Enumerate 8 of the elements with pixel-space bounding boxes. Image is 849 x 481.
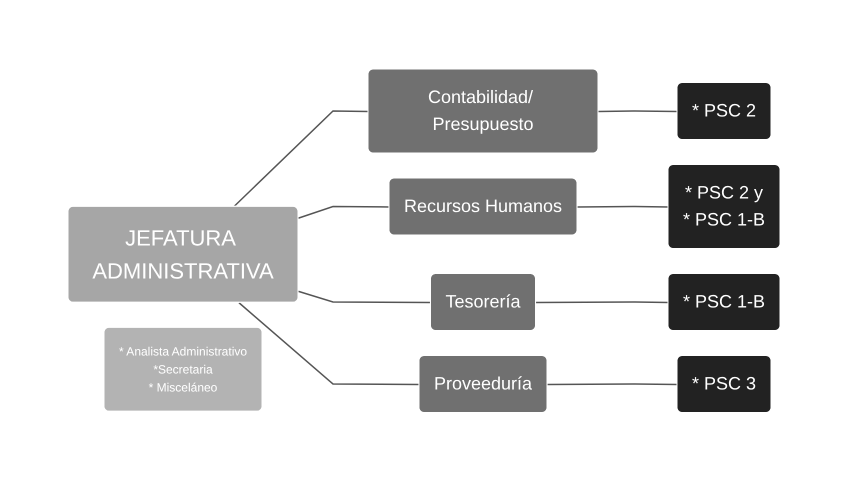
- connector: [234, 110, 369, 208]
- connector: [548, 383, 678, 385]
- connector: [598, 110, 678, 112]
- connector: [298, 206, 390, 219]
- connector: [536, 301, 669, 303]
- connector: [298, 290, 432, 303]
- connector: [578, 206, 669, 208]
- connector: [238, 302, 420, 385]
